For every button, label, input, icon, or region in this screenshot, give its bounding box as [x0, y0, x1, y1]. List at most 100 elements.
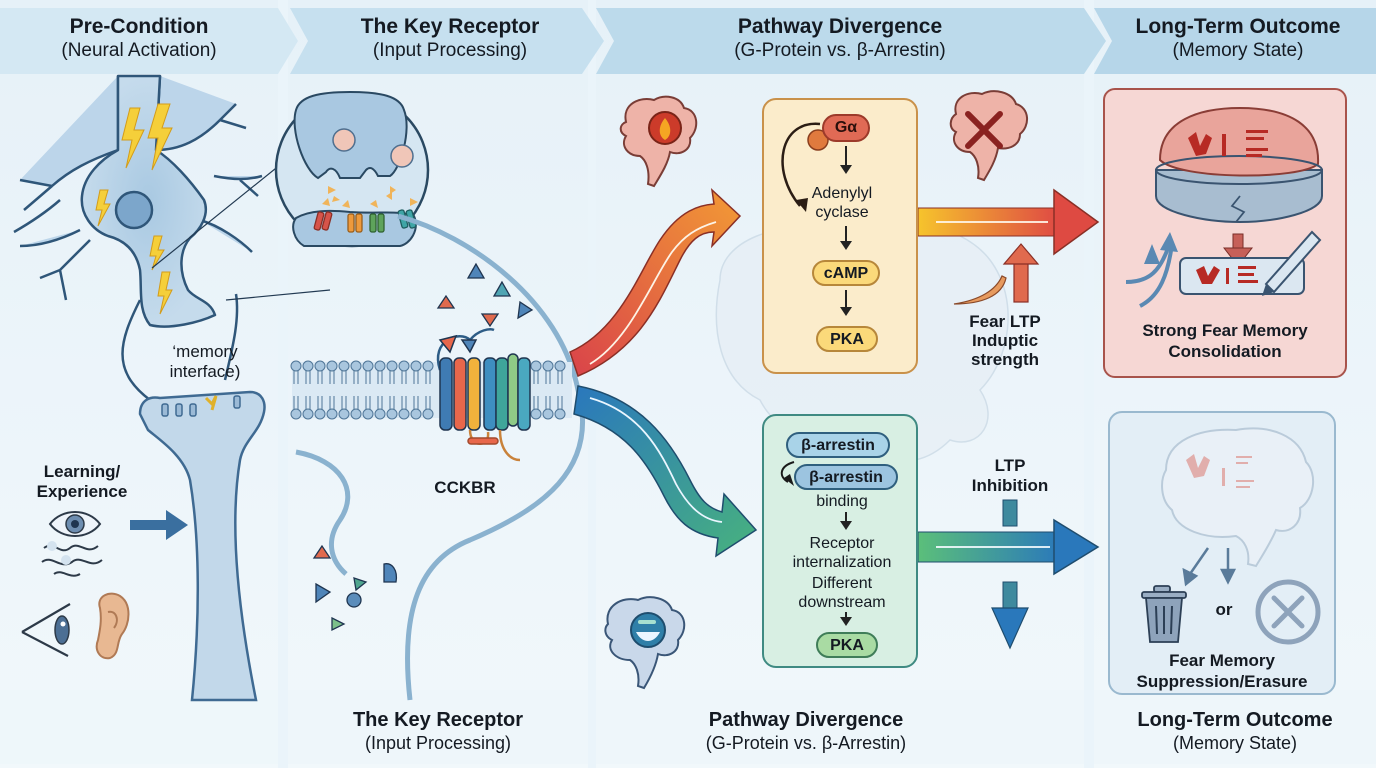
footer-title: Long-Term Outcome [1137, 709, 1333, 731]
galpha-node: Gα [822, 114, 870, 142]
phospholipid-tail [305, 396, 311, 409]
stage-footer-2: The Key Receptor (Input Processing) [288, 708, 588, 754]
header-band [0, 8, 1376, 74]
phospholipid-head [374, 408, 386, 420]
strong-fear-memory-label: Strong Fear Memory Consolidation [1103, 320, 1347, 362]
stage-subtitle: (Input Processing) [372, 40, 528, 61]
phospholipid-tail [341, 396, 347, 409]
zoom-line [151, 151, 297, 269]
binding-node: binding [816, 493, 868, 510]
phospholipid-tail [329, 371, 335, 384]
phospholipid-head [386, 408, 398, 420]
phospholipid-tail [413, 396, 419, 409]
phospholipid-tail [341, 371, 347, 384]
zoom-line [225, 289, 331, 301]
footer-band-2 [288, 690, 588, 764]
fear-ltp-line3: strength [971, 350, 1039, 369]
header-chevron-2 [290, 8, 604, 74]
brain-fire-icon [619, 95, 698, 188]
footer-band-4 [1094, 690, 1376, 764]
stage-header-1: Pre-Condition (Neural Activation) [0, 14, 278, 62]
phospholipid-head [398, 408, 410, 420]
footer-title: The Key Receptor [352, 709, 524, 731]
stage-subtitle: (Neural Activation) [61, 40, 217, 61]
ear-icon [95, 592, 130, 660]
synapse-label-line2: interface) [169, 362, 241, 381]
phospholipid-tail [377, 371, 383, 384]
phospholipid-head [422, 408, 434, 420]
phospholipid-head [530, 360, 542, 372]
phospholipid-tail [353, 396, 359, 409]
phospholipid-tail [317, 396, 323, 409]
fear-ltp-annotation: Fear LTP Induptic strength [948, 312, 1062, 369]
brain-x-icon [949, 90, 1028, 182]
neuron-illustration [13, 74, 263, 401]
phospholipid-head [554, 360, 566, 372]
synapse-zoom-circle [274, 90, 430, 248]
stage-title: Long-Term Outcome [1135, 15, 1341, 38]
fear-ltp-line1: Fear LTP [969, 312, 1041, 331]
phospholipid-tail [365, 371, 371, 384]
phospholipid-head [338, 408, 350, 420]
receptor-internalization-node: Receptor internalization [764, 534, 920, 572]
phospholipid-head [302, 408, 314, 420]
different-downstream-line1: Different [811, 575, 873, 592]
phospholipid-tail [557, 371, 563, 384]
footer-band-1 [0, 690, 278, 764]
phospholipid-head [314, 360, 326, 372]
fear-memory-suppression-line2: Suppression/Erasure [1136, 672, 1308, 691]
ltp-inhibition-line1: LTP [994, 456, 1026, 475]
phospholipid-tail [533, 371, 539, 384]
receptor-internalization-line1: Receptor [809, 535, 875, 552]
phospholipid-head [410, 360, 422, 372]
phospholipid-head [302, 360, 314, 372]
phospholipid-head [290, 408, 302, 420]
header-chevron-1 [0, 8, 298, 74]
phospholipid-tail [557, 396, 563, 409]
phospholipid-tail [329, 396, 335, 409]
arrow-down-icon [840, 512, 852, 530]
or-label: or [1215, 600, 1233, 619]
header-chevron-4 [1094, 8, 1376, 74]
stage-header-4: Long-Term Outcome (Memory State) [1100, 14, 1376, 62]
phospholipid-head [314, 408, 326, 420]
learning-label-line1: Learning/ [43, 462, 121, 481]
phospholipid-head [410, 408, 422, 420]
smell-waves-icon [41, 541, 103, 577]
receptor-internalization-line2: internalization [792, 554, 892, 571]
phospholipid-tail [389, 396, 395, 409]
phospholipid-head [290, 360, 302, 372]
learning-label-line2: Experience [36, 482, 128, 501]
fear-memory-suppression-line1: Fear Memory [1169, 651, 1275, 670]
phospholipid-tail [533, 396, 539, 409]
phospholipid-head [326, 408, 338, 420]
phospholipid-head [350, 408, 362, 420]
arrow-down-icon [840, 226, 852, 250]
phospholipid-tail [305, 371, 311, 384]
postsynaptic-cell-outline [397, 213, 586, 701]
phospholipid-tail [545, 371, 551, 384]
phospholipid-tail [293, 371, 299, 384]
postsynaptic-dendrite [138, 390, 266, 702]
phospholipid-tail [317, 371, 323, 384]
phospholipid-head [542, 408, 554, 420]
neuron-nucleus [114, 190, 154, 230]
arrestin-node-2: β-arrestin [794, 464, 898, 490]
phospholipid-tail [389, 371, 395, 384]
stage-header-2: The Key Receptor (Input Processing) [300, 14, 600, 62]
arrestin-arrow-highlight [589, 397, 723, 523]
phospholipid-tail [545, 396, 551, 409]
phospholipid-head [326, 360, 338, 372]
footer-subtitle: (Memory State) [1172, 733, 1298, 753]
phospholipid-head [350, 360, 362, 372]
phospholipid-head [554, 408, 566, 420]
ltp-inhibition-annotation: LTP Inhibition [960, 456, 1060, 496]
synapse-label-line1: ‘memory [172, 342, 238, 361]
arrow-down-icon [840, 290, 852, 316]
arrestin-curved-arrow [573, 385, 758, 558]
receptor-label: CCKBR [434, 478, 496, 497]
stage-footer-3: Pathway Divergence (G-Protein vs. β-Arre… [596, 708, 1016, 754]
stage-subtitle: (G-Protein vs. β-Arrestin) [734, 40, 946, 61]
phospholipid-tail [353, 371, 359, 384]
strong-fear-memory-line2: Consolidation [1168, 342, 1282, 361]
